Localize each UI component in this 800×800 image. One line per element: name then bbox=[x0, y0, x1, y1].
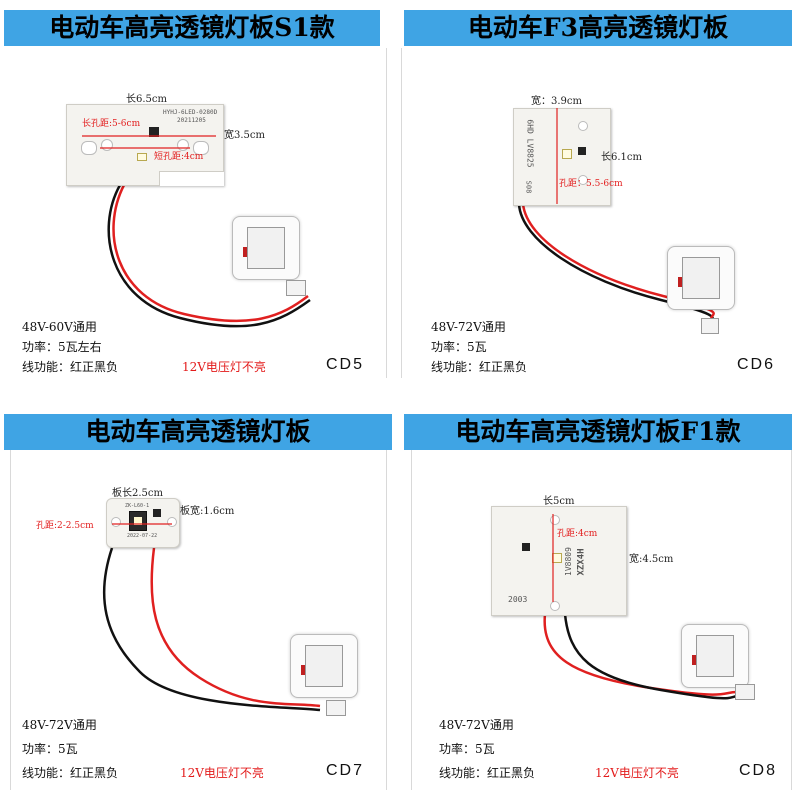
long-hole-label: 长孔距:5-6cm bbox=[82, 119, 141, 129]
hole-distance-label: 孔距:4cm bbox=[557, 529, 598, 539]
length-label: 长6.1cm bbox=[601, 152, 642, 163]
driver-chip bbox=[153, 509, 161, 517]
frame-line bbox=[401, 48, 402, 378]
wire-spec: 线功能：红正黑负 bbox=[431, 360, 528, 374]
product-title-f3: 电动车F3高亮透镜灯板 bbox=[404, 10, 792, 46]
hole-distance-label: 孔距:2-2.5cm bbox=[36, 521, 94, 531]
mount-slot bbox=[193, 141, 209, 155]
voltage-warning: 12V电压灯不亮 bbox=[182, 360, 266, 374]
pcb-code-text: 2003 bbox=[508, 595, 528, 604]
mount-hole bbox=[578, 121, 588, 131]
short-hole-label: 短孔距:4cm bbox=[154, 152, 204, 162]
width-label: 宽3.5cm bbox=[224, 130, 265, 141]
product-panel-cd7: 电动车高亮透镜灯板 ZK-L60-1 2022-07-22 板长2.5cm 板宽… bbox=[0, 406, 398, 800]
mount-hole bbox=[550, 515, 560, 525]
product-title-cd7: 电动车高亮透镜灯板 bbox=[4, 414, 392, 450]
plug bbox=[286, 280, 306, 296]
voltage-spec: 48V-72V通用 bbox=[22, 718, 97, 732]
mount-hole bbox=[167, 517, 177, 527]
product-code: CD6 bbox=[737, 356, 776, 373]
mount-hole bbox=[111, 517, 121, 527]
led-emitter bbox=[134, 517, 142, 525]
width-label: 宽:4.5cm bbox=[629, 554, 674, 565]
product-title-f1: 电动车高亮透镜灯板F1款 bbox=[404, 414, 792, 450]
power-spec: 功率：5瓦左右 bbox=[22, 340, 102, 354]
plug bbox=[735, 684, 755, 700]
led-board-f1: 1V8809 XZX4H 2003 bbox=[491, 506, 627, 616]
length-label: 长6.5cm bbox=[126, 94, 167, 105]
voltage-spec: 48V-72V通用 bbox=[431, 320, 506, 334]
mount-hole bbox=[578, 175, 588, 185]
power-spec: 功率：5瓦 bbox=[431, 340, 487, 354]
product-panel-f3: 电动车F3高亮透镜灯板 6HD LV8825 S08 宽：3.9cm 长6.1c… bbox=[401, 0, 800, 398]
led-chip bbox=[137, 153, 147, 161]
led-chip bbox=[562, 149, 572, 159]
product-code: CD8 bbox=[739, 762, 778, 779]
board-notch bbox=[159, 171, 224, 186]
frame-line bbox=[10, 450, 11, 790]
length-label: 长5cm bbox=[543, 496, 575, 507]
wire-cd7 bbox=[102, 547, 321, 712]
led-board-cd7: ZK-L60-1 2022-07-22 bbox=[106, 498, 180, 548]
connector-closeup bbox=[667, 246, 735, 310]
connector-housing bbox=[247, 227, 285, 269]
led-board-f3: 6HD LV8825 S08 bbox=[513, 108, 611, 206]
plug bbox=[701, 318, 719, 334]
dimension-lines-s1 bbox=[82, 135, 216, 149]
driver-chip bbox=[578, 147, 586, 155]
wire-spec: 线功能：红正黑负 bbox=[439, 766, 536, 780]
driver-chip bbox=[149, 127, 159, 137]
voltage-spec: 48V-60V通用 bbox=[22, 320, 97, 334]
power-spec: 功率：5瓦 bbox=[22, 742, 78, 756]
frame-line bbox=[386, 48, 387, 378]
connector-closeup bbox=[290, 634, 358, 698]
connector-closeup bbox=[681, 624, 749, 688]
dimension-lines-f1 bbox=[552, 514, 554, 602]
connector-wire-tip bbox=[301, 665, 305, 675]
length-label: 板长2.5cm bbox=[112, 488, 163, 499]
pcb-model-text: HYHJ-6LED-0280D bbox=[163, 109, 218, 116]
connector-housing bbox=[305, 645, 343, 687]
product-title-s1: 电动车高亮透镜灯板S1款 bbox=[4, 10, 380, 46]
mount-slot bbox=[81, 141, 97, 155]
wire-f1 bbox=[543, 613, 738, 700]
connector-wire-tip bbox=[692, 655, 696, 665]
width-label: 板宽:1.6cm bbox=[180, 506, 235, 517]
voltage-warning: 12V电压灯不亮 bbox=[595, 766, 679, 780]
wire-s1 bbox=[107, 184, 311, 328]
wire-spec: 线功能：红正黑负 bbox=[22, 766, 119, 780]
pcb-date-text: 20211205 bbox=[177, 117, 206, 124]
voltage-spec: 48V-72V通用 bbox=[439, 718, 514, 732]
connector-wire-tip bbox=[678, 277, 682, 287]
connector-wire-tip bbox=[243, 247, 247, 257]
connector-housing bbox=[682, 257, 720, 299]
dimension-lines-cd7 bbox=[112, 523, 172, 525]
hole-distance-label: 孔距：5.5-6cm bbox=[559, 179, 623, 189]
product-panel-s1: 电动车高亮透镜灯板S1款 HYHJ-6LED-0280D 20211205 长6… bbox=[0, 0, 398, 398]
plug bbox=[326, 700, 346, 716]
frame-line bbox=[386, 450, 387, 790]
connector-housing bbox=[696, 635, 734, 677]
mount-hole bbox=[550, 601, 560, 611]
frame-line bbox=[791, 450, 792, 790]
product-code: CD5 bbox=[326, 356, 365, 373]
product-panel-f1: 电动车高亮透镜灯板F1款 1V8809 XZX4H 2003 长5cm 宽:4.… bbox=[401, 406, 800, 800]
width-label: 宽：3.9cm bbox=[531, 96, 582, 107]
dimension-lines-f3 bbox=[556, 108, 558, 204]
wire-spec: 线功能：红正黑负 bbox=[22, 360, 119, 374]
driver-chip bbox=[522, 543, 530, 551]
voltage-warning: 12V电压灯不亮 bbox=[180, 766, 264, 780]
led-chip bbox=[129, 511, 147, 531]
frame-line bbox=[411, 450, 412, 790]
connector-closeup bbox=[232, 216, 300, 280]
power-spec: 功率：5瓦 bbox=[439, 742, 495, 756]
product-code: CD7 bbox=[326, 762, 365, 779]
pcb-date-text: 2022-07-22 bbox=[127, 533, 158, 539]
pcb-model-text: ZK-L60-1 bbox=[125, 503, 150, 509]
